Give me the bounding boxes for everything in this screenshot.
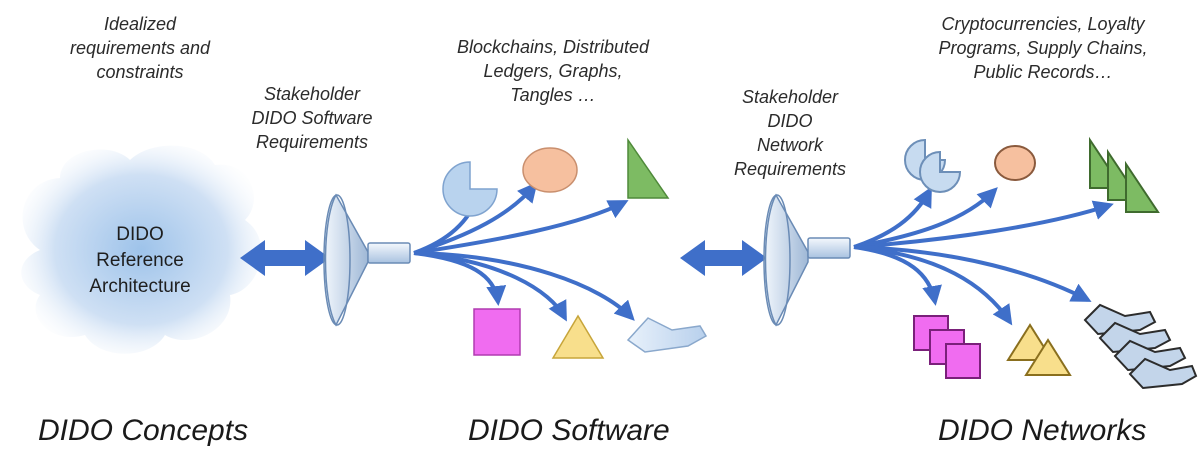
bidirectional-arrow-concepts-software xyxy=(240,240,330,276)
stacked-magenta-squares-icon xyxy=(913,315,981,379)
stakeholder-network-requirements-label: Stakeholder DIDO Network Requirements xyxy=(733,87,847,179)
idealized-requirements-note: Idealized requirements and constraints xyxy=(69,14,211,82)
yellow-triangle-icon xyxy=(551,314,605,359)
irregular-blob-icon xyxy=(626,317,708,353)
pie-shape-icon xyxy=(442,161,498,217)
stacked-blob-shapes-icon xyxy=(1083,303,1198,390)
stacked-yellow-triangles-icon xyxy=(1006,323,1072,376)
green-triangle-icon xyxy=(627,137,670,199)
software-examples-label: Blockchains, Distributed Ledgers, Graphs… xyxy=(456,37,650,105)
software-requirements-funnel xyxy=(323,193,411,327)
stacked-green-triangles-icon xyxy=(1089,136,1160,213)
ellipse-shape-icon xyxy=(522,147,578,193)
software-fanout-arrows xyxy=(413,181,635,322)
network-fanout-arrows xyxy=(853,186,1114,326)
dido-concepts-caption: DIDO Concepts xyxy=(38,414,249,447)
stacked-pie-shapes-icon xyxy=(904,138,962,193)
dido-networks-caption: DIDO Networks xyxy=(938,414,1147,447)
network-requirements-funnel xyxy=(763,193,851,327)
dido-software-caption: DIDO Software xyxy=(468,414,670,447)
reference-architecture-cloud xyxy=(21,145,262,354)
network-ellipse-icon xyxy=(994,145,1036,181)
bidirectional-arrow-software-networks xyxy=(680,240,767,276)
stakeholder-software-requirements-label: Stakeholder DIDO Software Requirements xyxy=(251,84,373,152)
network-examples-label: Cryptocurrencies, Loyalty Programs, Supp… xyxy=(938,14,1148,82)
reference-architecture-label: DIDO Reference Architecture xyxy=(89,224,191,297)
magenta-square-icon xyxy=(473,308,521,356)
